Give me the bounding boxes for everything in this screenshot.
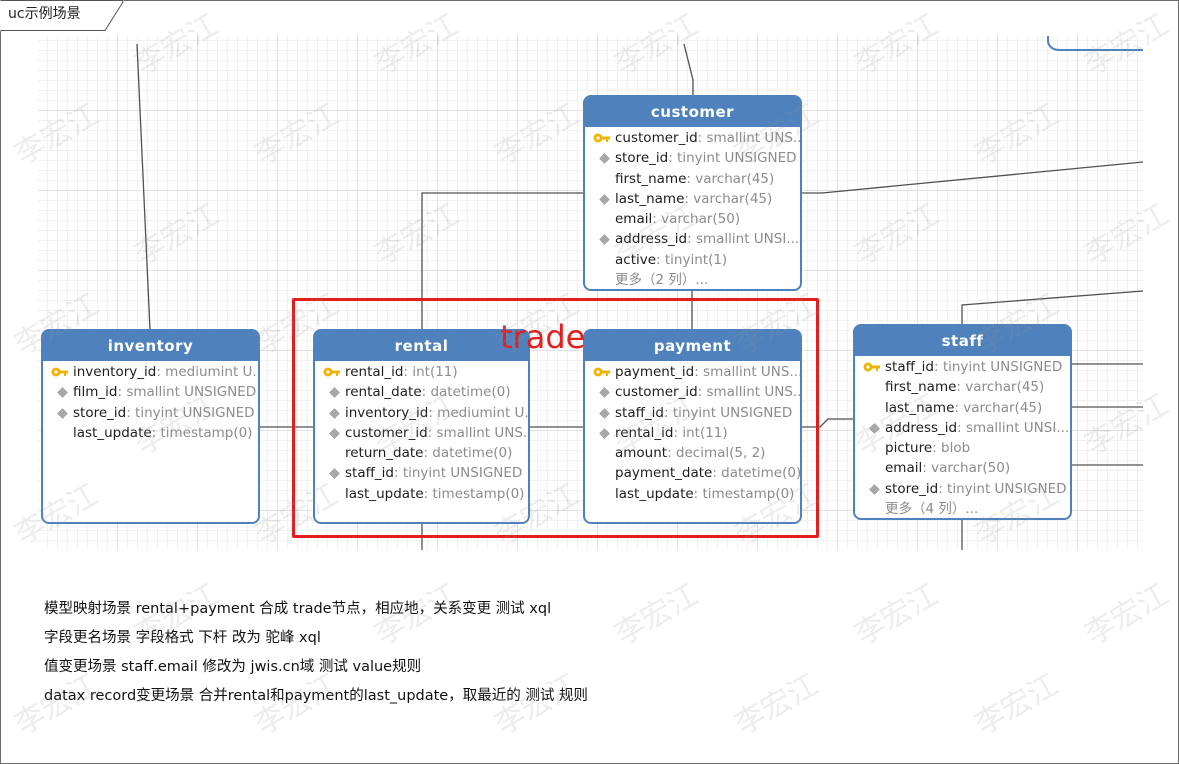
foreign-key-icon xyxy=(57,387,68,399)
entity-payment-header: payment xyxy=(585,331,800,361)
note-line: 字段更名场景 字段格式 下杆 改为 驼峰 xql xyxy=(44,630,321,646)
note-line: 模型映射场景 rental+payment 合成 trade节点，相应地，关系变… xyxy=(44,601,552,617)
primary-key-icon xyxy=(51,367,68,377)
field-row[interactable]: last_update: timestamp(0) xyxy=(345,485,525,502)
field-row[interactable]: staff_id: tinyint UNSIGNED xyxy=(315,463,528,483)
entity-staff-header: staff xyxy=(855,326,1070,356)
diagram-title: uc示例场景 xyxy=(8,6,81,22)
field-row[interactable]: last_update: timestamp(0) xyxy=(615,485,795,502)
foreign-key-icon xyxy=(599,428,610,439)
field-row[interactable]: return_date: datetime(0) xyxy=(345,445,513,462)
foreign-key-icon xyxy=(329,428,340,439)
more-columns-link[interactable]: 更多（2 列）... xyxy=(615,272,709,289)
foreign-key-icon xyxy=(57,407,68,419)
field-row[interactable]: picture: blob xyxy=(885,440,971,457)
primary-key-icon xyxy=(593,367,610,377)
diagram-title-tab: uc示例场景 xyxy=(0,0,124,31)
entity-staff[interactable]: staff staff_id: tinyint UNSIGNED first_n… xyxy=(853,324,1072,520)
field-row[interactable]: store_id: tinyint UNSIGNED xyxy=(43,403,258,423)
field-row[interactable]: staff_id: tinyint UNSIGNED xyxy=(855,357,1070,377)
title-tab-shape xyxy=(0,0,124,31)
field-row[interactable]: email: varchar(50) xyxy=(615,211,741,228)
field-row[interactable]: last_name: varchar(45) xyxy=(885,399,1043,416)
note-line: 值变更场景 staff.email 修改为 jwis.cn域 测试 value规… xyxy=(44,659,422,675)
field-row[interactable]: rental_id: int(11) xyxy=(315,362,528,382)
entity-payment[interactable]: payment payment_id: smallint UNS... cust… xyxy=(583,329,802,524)
field-row[interactable]: amount: decimal(5, 2) xyxy=(615,445,766,462)
foreign-key-icon xyxy=(599,387,610,399)
field-row[interactable]: email: varchar(50) xyxy=(885,460,1011,477)
primary-key-icon xyxy=(593,133,610,143)
foreign-key-icon xyxy=(329,407,340,419)
foreign-key-icon xyxy=(599,407,610,419)
foreign-key-icon xyxy=(599,194,610,205)
field-row[interactable]: last_update: timestamp(0) xyxy=(73,424,253,441)
trade-label: trade xyxy=(500,318,586,356)
field-row[interactable]: staff_id: tinyint UNSIGNED xyxy=(585,403,800,423)
field-row[interactable]: rental_date: datetime(0) xyxy=(315,382,528,402)
field-row[interactable]: inventory_id: mediumint U... xyxy=(43,362,258,382)
primary-key-icon xyxy=(863,362,880,372)
foreign-key-icon xyxy=(329,468,340,480)
entity-inventory[interactable]: inventory inventory_id: mediumint U... f… xyxy=(41,329,260,524)
entity-customer-header: customer xyxy=(585,97,800,127)
field-row[interactable]: customer_id: smallint UNS... xyxy=(315,423,528,443)
note-line: datax record变更场景 合并rental和payment的last_u… xyxy=(44,688,588,704)
field-row[interactable]: store_id: tinyint UNSIGNED xyxy=(855,479,1070,499)
field-row[interactable]: first_name: varchar(45) xyxy=(615,170,775,187)
field-row[interactable]: last_name: varchar(45) xyxy=(585,189,800,209)
field-row[interactable]: payment_id: smallint UNS... xyxy=(585,362,800,382)
foreign-key-icon xyxy=(329,387,340,399)
field-row[interactable]: store_id: tinyint UNSIGNED xyxy=(585,148,800,168)
entity-rental-header: rental xyxy=(315,331,528,361)
foreign-key-icon xyxy=(599,234,610,246)
entity-customer[interactable]: customer customer_id: smallint UNS... st… xyxy=(583,95,802,291)
primary-key-icon xyxy=(323,367,340,377)
foreign-key-icon xyxy=(869,423,880,434)
field-row[interactable]: active: tinyint(1) xyxy=(615,251,728,268)
field-row[interactable]: customer_id: smallint UNS... xyxy=(585,382,800,402)
field-row[interactable]: payment_date: datetime(0) xyxy=(615,465,800,482)
field-row[interactable]: first_name: varchar(45) xyxy=(885,379,1045,396)
entity-rental[interactable]: rental rental_id: int(11) rental_date: d… xyxy=(313,329,530,524)
more-columns-link[interactable]: 更多（4 列）... xyxy=(885,501,979,518)
field-row[interactable]: inventory_id: mediumint U... xyxy=(315,403,528,423)
foreign-key-icon xyxy=(869,483,880,495)
scenario-notes: 模型映射场景 rental+payment 合成 trade节点，相应地，关系变… xyxy=(44,597,588,713)
foreign-key-icon xyxy=(599,153,610,165)
field-row[interactable]: address_id: smallint UNSI... xyxy=(585,229,800,249)
field-row[interactable]: address_id: smallint UNSI... xyxy=(855,418,1070,438)
field-row[interactable]: film_id: smallint UNSIGNED xyxy=(43,382,258,402)
field-row[interactable]: rental_id: int(11) xyxy=(585,423,800,443)
field-row[interactable]: customer_id: smallint UNS... xyxy=(585,128,800,148)
entity-inventory-header: inventory xyxy=(43,331,258,361)
